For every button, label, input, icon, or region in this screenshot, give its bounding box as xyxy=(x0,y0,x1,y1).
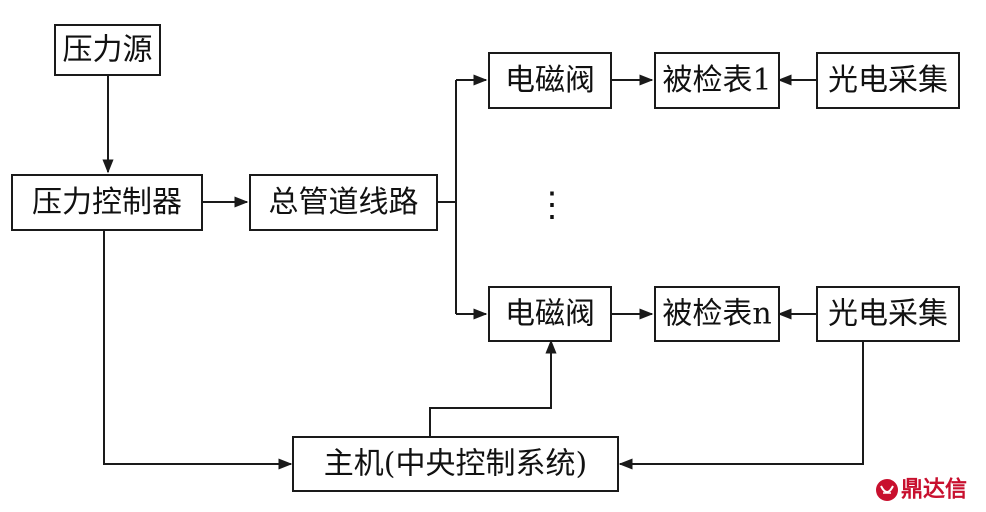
node-solenoid-valve-n-label: 电磁阀 xyxy=(505,297,595,332)
node-solenoid-valve-1: 电磁阀 xyxy=(488,52,612,109)
node-main-pipeline: 总管道线路 xyxy=(249,174,438,231)
ellipsis-vertical: ⋮ xyxy=(535,185,569,225)
watermark-text: 鼎达信 xyxy=(901,477,967,503)
node-host-label: 主机(中央控制系统) xyxy=(324,447,587,482)
watermark-logo-icon xyxy=(876,479,898,501)
node-meter-1-label: 被检表1 xyxy=(662,63,771,98)
node-solenoid-valve-n: 电磁阀 xyxy=(488,286,612,342)
node-photo-collect-1: 光电采集 xyxy=(816,52,960,109)
node-meter-1: 被检表1 xyxy=(654,52,780,109)
node-photo-collect-n: 光电采集 xyxy=(816,286,960,342)
node-host: 主机(中央控制系统) xyxy=(292,436,619,492)
node-pressure-source-label: 压力源 xyxy=(63,33,153,68)
edge-controller-to-host xyxy=(103,230,293,470)
node-pressure-controller-label: 压力控制器 xyxy=(32,185,182,220)
node-photo-collect-n-label: 光电采集 xyxy=(828,297,948,332)
edge-host-to-valve-n xyxy=(429,339,557,437)
edge-photon-to-host xyxy=(618,341,864,470)
edges xyxy=(102,74,864,470)
node-pressure-controller: 压力控制器 xyxy=(11,174,203,231)
node-pressure-source: 压力源 xyxy=(54,24,161,76)
watermark-logo: 鼎达信 xyxy=(876,477,967,503)
node-solenoid-valve-1-label: 电磁阀 xyxy=(505,63,595,98)
node-photo-collect-1-label: 光电采集 xyxy=(828,63,948,98)
node-meter-n: 被检表n xyxy=(654,286,780,342)
node-meter-n-label: 被检表n xyxy=(662,297,771,332)
node-main-pipeline-label: 总管道线路 xyxy=(269,185,419,220)
